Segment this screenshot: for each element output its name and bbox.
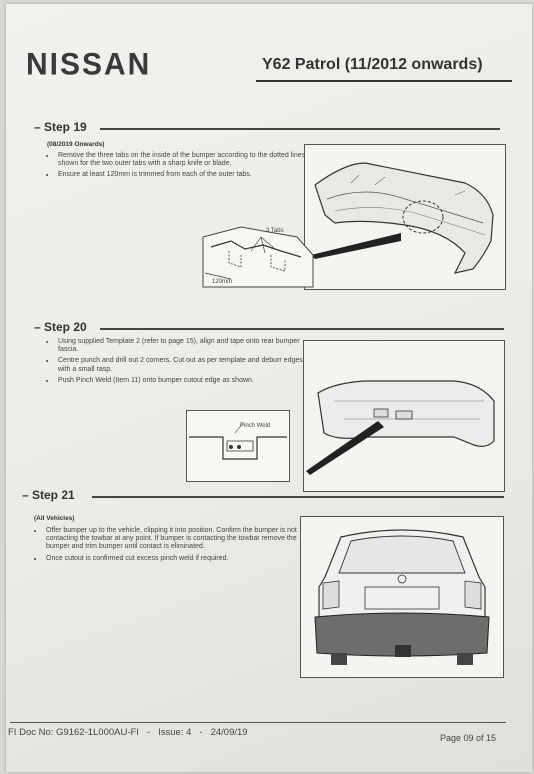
footer-doc-info: FI Doc No: G9162-1L000AU-FI-Issue: 4-24/… bbox=[8, 727, 248, 738]
step-19-bullet-2: Ensure at least 120mm is trimmed from ea… bbox=[56, 171, 316, 179]
step-21-subheading: (All Vehicles) bbox=[34, 515, 75, 522]
step-21-bullet-2: Once cutout is confirmed cut excess pinc… bbox=[44, 555, 308, 563]
model-underline bbox=[256, 80, 512, 82]
step-21-rule bbox=[92, 496, 504, 498]
footer-rule bbox=[10, 722, 506, 723]
page-number: Page 09 of 15 bbox=[440, 733, 497, 743]
bumper-detail-icon bbox=[202, 226, 314, 288]
step-20-bullet-1: Using supplied Template 2 (refer to page… bbox=[56, 338, 306, 354]
model-title: Y62 Patrol (11/2012 onwards) bbox=[262, 56, 483, 73]
doc-number: FI Doc No: G9162-1L000AU-FI bbox=[8, 727, 139, 738]
step-21-title: – Step 21 bbox=[22, 488, 75, 502]
step-20-bullet-3: Push Pinch Weld (Item 11) onto bumper cu… bbox=[56, 377, 306, 385]
issue-date: 24/09/19 bbox=[210, 727, 248, 738]
bumper-cutout-icon bbox=[306, 380, 495, 475]
step-20-detail bbox=[186, 410, 290, 482]
step-21-vehicle-figure bbox=[300, 516, 504, 678]
vehicle-rear-icon bbox=[314, 529, 490, 665]
step-21-bullets: Offer bumper up to the vehicle, clipping… bbox=[32, 527, 308, 566]
brand-logo: NISSAN bbox=[26, 47, 152, 82]
issue-number: Issue: 4 bbox=[158, 727, 192, 738]
step-21-bullet-1: Offer bumper up to the vehicle, clipping… bbox=[44, 527, 308, 552]
step-20-bumper-figure bbox=[303, 340, 505, 492]
step-19-rule bbox=[100, 128, 500, 130]
step-20-callout-pinch-weld: Pinch Weld bbox=[240, 423, 271, 429]
step-19-detail bbox=[200, 206, 316, 292]
step-19-callout-tabs: 3 Tabs bbox=[266, 228, 284, 234]
pinch-weld-detail-icon bbox=[189, 422, 287, 460]
step-20-rule bbox=[100, 328, 504, 330]
step-19-subheading: (08/2019 Onwards) bbox=[47, 141, 105, 148]
step-19-bullet-1: Remove the three tabs on the inside of t… bbox=[56, 152, 316, 168]
step-19-title: – Step 19 bbox=[34, 120, 87, 134]
step-19-bullets: Remove the three tabs on the inside of t… bbox=[44, 152, 316, 183]
step-20-bullets: Using supplied Template 2 (refer to page… bbox=[44, 338, 306, 388]
bumper-diagram-icon bbox=[311, 162, 494, 274]
step-20-title: – Step 20 bbox=[34, 320, 87, 334]
step-20-bullet-2: Centre punch and drill out 2 corners. Cu… bbox=[56, 357, 306, 373]
step-19-bumper-figure bbox=[304, 144, 506, 290]
step-19-callout-120mm: 120mm bbox=[212, 279, 233, 285]
